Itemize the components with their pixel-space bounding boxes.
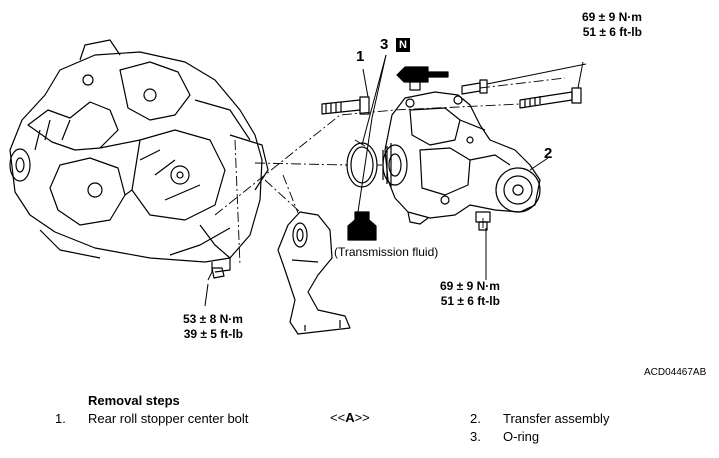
- step-3-text: O-ring: [503, 429, 540, 444]
- new-part-mark: N: [396, 38, 410, 52]
- o-ring: [346, 142, 378, 188]
- roll-stopper-bracket: [277, 211, 351, 335]
- torque-bottom-left: 53 ± 8 N·m 39 ± 5 ft-lb: [183, 312, 243, 342]
- leader-lines: [204, 54, 587, 307]
- step-2-text: Transfer assembly: [503, 411, 610, 426]
- removal-steps-title: Removal steps: [88, 393, 180, 408]
- torque-mid-right-imperial: 51 ± 6 ft-lb: [440, 294, 500, 308]
- step-1-note-letter: A: [345, 410, 355, 425]
- callout-1: 1: [356, 48, 365, 65]
- torque-bottom-left-imperial: 39 ± 5 ft-lb: [183, 327, 243, 341]
- torque-mid-right: 69 ± 9 N·m 51 ± 6 ft-lb: [440, 279, 500, 309]
- rear-roll-stopper-bolt: [321, 96, 370, 115]
- step-2-number: 2.: [470, 411, 481, 426]
- step-1-note: <<A>>: [330, 410, 370, 425]
- transaxle-housing: [9, 39, 269, 273]
- transfer-assembly: [382, 91, 541, 225]
- torque-top-right-imperial: 51 ± 6 ft-lb: [582, 25, 642, 39]
- transmission-fluid-label: (Transmission fluid): [334, 245, 439, 259]
- oil-can-icon: [396, 66, 449, 91]
- lower-nut: [211, 267, 225, 279]
- step-1-number: 1.: [55, 411, 66, 426]
- transfer-upper-bolt: [461, 79, 582, 109]
- torque-mid-right-metric: 69 ± 9 N·m: [440, 279, 500, 293]
- torque-bottom-left-metric: 53 ± 8 N·m: [183, 312, 243, 326]
- figure-code: ACD04467AB: [644, 367, 707, 378]
- torque-top-right-metric: 69 ± 9 N·m: [582, 10, 642, 24]
- callout-2: 2: [544, 145, 553, 162]
- torque-top-right: 69 ± 9 N·m 51 ± 6 ft-lb: [582, 10, 642, 40]
- callout-3: 3: [380, 36, 389, 53]
- step-3-number: 3.: [470, 429, 481, 444]
- fluid-bottle-icon: [347, 211, 377, 241]
- step-1-note-lead: <<: [330, 410, 346, 425]
- step-1-text: Rear roll stopper center bolt: [88, 411, 249, 426]
- step-1-note-trail: >>: [354, 410, 370, 425]
- center-lines: [214, 77, 566, 266]
